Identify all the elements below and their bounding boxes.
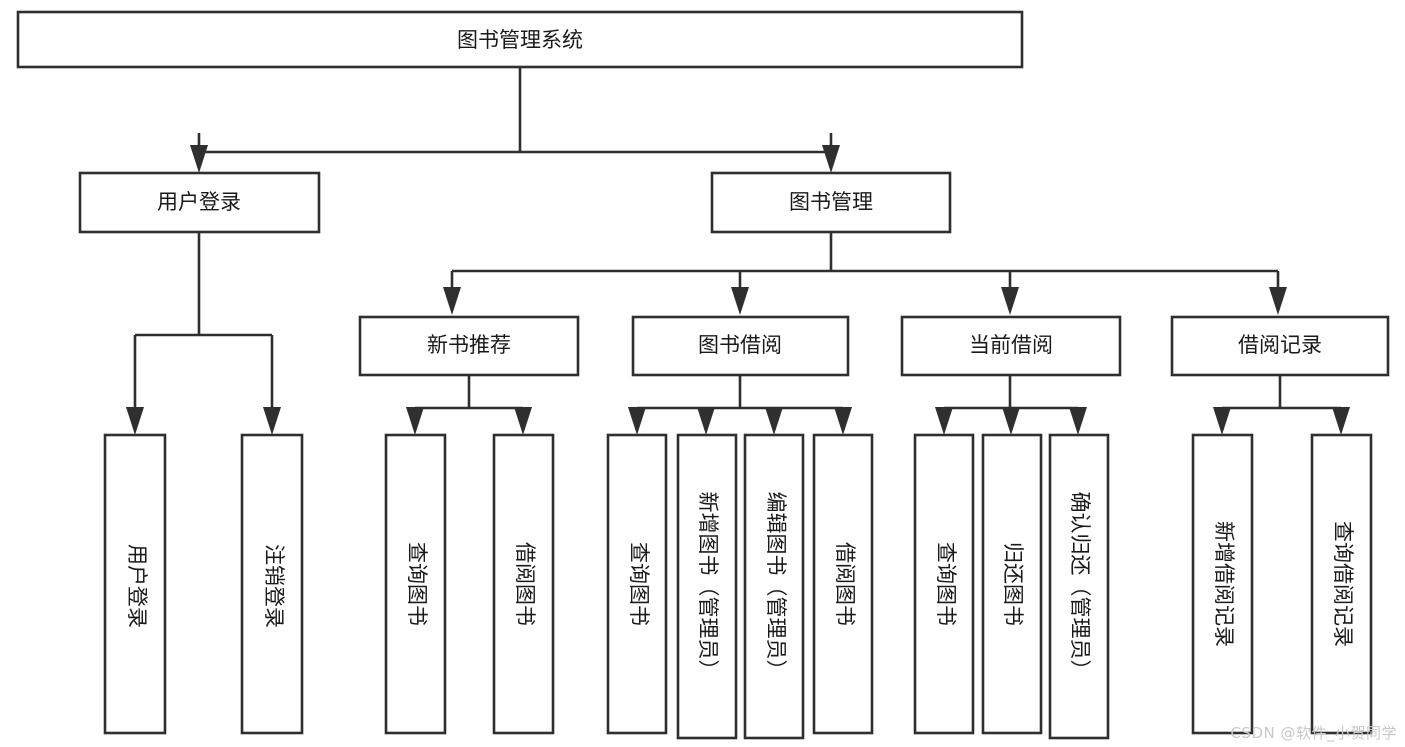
- arrow-head-borrow-record: [1269, 287, 1287, 315]
- node-leaf-query-book-1-label: 查询图书: [405, 542, 429, 626]
- node-borrow-record-label: 借阅记录: [1238, 333, 1322, 357]
- arrow-head-leaf-user-login: [126, 407, 144, 435]
- node-book-manage-box[interactable]: [710, 171, 952, 234]
- node-leaf-confirm-return-label: 确认归还（管理员）: [1068, 492, 1092, 681]
- node-leaf-add-book-box[interactable]: [676, 433, 738, 740]
- arrow-head-leaf-query-book-3: [935, 407, 953, 435]
- node-root[interactable]: 图书管理系统: [16, 10, 1024, 69]
- node-current-borrow-box[interactable]: [900, 315, 1122, 377]
- node-user-login-label: 用户登录: [157, 190, 241, 214]
- node-leaf-query-book-1-box[interactable]: [384, 433, 447, 735]
- node-new-book-recommend-label: 新书推荐: [427, 333, 511, 357]
- node-leaf-user-login-box[interactable]: [103, 433, 167, 735]
- node-leaf-borrow-book-1[interactable]: 借阅图书: [492, 433, 555, 735]
- node-book-manage[interactable]: 图书管理: [710, 171, 952, 234]
- node-user-login[interactable]: 用户登录: [78, 171, 321, 234]
- node-leaf-borrow-book-2[interactable]: 借阅图书: [812, 433, 874, 735]
- node-leaf-confirm-return-box[interactable]: [1048, 433, 1110, 740]
- node-leaf-query-book-2[interactable]: 查询图书: [606, 433, 668, 735]
- node-leaf-query-book-2-box[interactable]: [606, 433, 668, 735]
- node-new-book-recommend[interactable]: 新书推荐: [358, 315, 580, 377]
- arrow-head-leaf-add-book: [697, 407, 715, 435]
- node-borrow-record[interactable]: 借阅记录: [1170, 315, 1390, 377]
- arrow-head-user-login: [190, 145, 208, 173]
- arrow-head-new-book-recommend: [443, 287, 461, 315]
- node-leaf-borrow-book-1-label: 借阅图书: [513, 542, 537, 626]
- arrow-head-leaf-query-book-1: [406, 407, 424, 435]
- connector-layer: [126, 67, 1350, 435]
- node-leaf-user-logout-box[interactable]: [240, 433, 304, 735]
- node-leaf-user-login-label: 用户登录: [125, 544, 149, 628]
- node-leaf-user-login[interactable]: 用户登录: [103, 433, 167, 735]
- node-book-manage-label: 图书管理: [789, 190, 873, 214]
- arrow-head-leaf-return-book: [1002, 407, 1020, 435]
- arrow-head-leaf-borrow-book-1: [514, 407, 532, 435]
- node-root-label: 图书管理系统: [457, 28, 583, 52]
- node-leaf-add-record[interactable]: 新增借阅记录: [1191, 433, 1254, 735]
- arrow-head-leaf-query-record: [1332, 407, 1350, 435]
- node-leaf-return-book[interactable]: 归还图书: [981, 433, 1043, 735]
- node-leaf-user-logout-label: 注销登录: [262, 544, 286, 628]
- node-leaf-add-record-label: 新增借阅记录: [1212, 521, 1236, 647]
- node-new-book-recommend-box[interactable]: [358, 315, 580, 377]
- arrow-head-current-borrow: [1001, 287, 1019, 315]
- arrow-head-book-manage: [822, 145, 840, 173]
- node-leaf-query-record-label: 查询借阅记录: [1331, 521, 1355, 647]
- node-leaf-edit-book[interactable]: 编辑图书（管理员）: [743, 433, 805, 740]
- node-user-login-box[interactable]: [78, 171, 321, 234]
- watermark-label: CSDN @软件_小贺同学: [1230, 724, 1397, 742]
- node-book-borrow-label: 图书借阅: [698, 333, 782, 357]
- node-leaf-add-book[interactable]: 新增图书（管理员）: [676, 433, 738, 740]
- arrow-head-leaf-query-book-2: [628, 407, 646, 435]
- node-leaf-user-logout[interactable]: 注销登录: [240, 433, 304, 735]
- node-leaf-borrow-book-1-box[interactable]: [492, 433, 555, 735]
- node-leaf-borrow-book-2-label: 借阅图书: [833, 542, 857, 626]
- node-leaf-return-book-box[interactable]: [981, 433, 1043, 735]
- node-leaf-confirm-return[interactable]: 确认归还（管理员）: [1048, 433, 1110, 740]
- arrow-head-leaf-user-logout: [263, 407, 281, 435]
- arrow-head-leaf-add-record: [1213, 407, 1231, 435]
- node-current-borrow-label: 当前借阅: [969, 333, 1053, 357]
- node-leaf-add-book-label: 新增图书（管理员）: [696, 492, 720, 681]
- node-leaf-add-record-box[interactable]: [1191, 433, 1254, 735]
- node-leaf-query-book-3[interactable]: 查询图书: [913, 433, 975, 735]
- arrow-head-leaf-edit-book: [765, 407, 783, 435]
- node-root-box[interactable]: [16, 10, 1024, 69]
- arrow-head-leaf-confirm-return: [1069, 407, 1087, 435]
- node-leaf-query-book-1[interactable]: 查询图书: [384, 433, 447, 735]
- node-current-borrow[interactable]: 当前借阅: [900, 315, 1122, 377]
- node-leaf-query-record[interactable]: 查询借阅记录: [1310, 433, 1373, 735]
- node-leaf-return-book-label: 归还图书: [1001, 542, 1025, 626]
- node-leaf-query-book-3-label: 查询图书: [934, 542, 958, 626]
- arrow-head-leaf-borrow-book-2: [834, 407, 852, 435]
- node-leaf-query-book-2-label: 查询图书: [627, 542, 651, 626]
- node-book-borrow-box[interactable]: [631, 315, 850, 377]
- node-leaf-query-book-3-box[interactable]: [913, 433, 975, 735]
- node-book-borrow[interactable]: 图书借阅: [631, 315, 850, 377]
- node-borrow-record-box[interactable]: [1170, 315, 1390, 377]
- arrow-head-book-borrow: [731, 287, 749, 315]
- node-leaf-query-record-box[interactable]: [1310, 433, 1373, 735]
- node-leaf-edit-book-label: 编辑图书（管理员）: [764, 492, 788, 681]
- node-leaf-borrow-book-2-box[interactable]: [812, 433, 874, 735]
- node-leaf-edit-book-box[interactable]: [743, 433, 805, 740]
